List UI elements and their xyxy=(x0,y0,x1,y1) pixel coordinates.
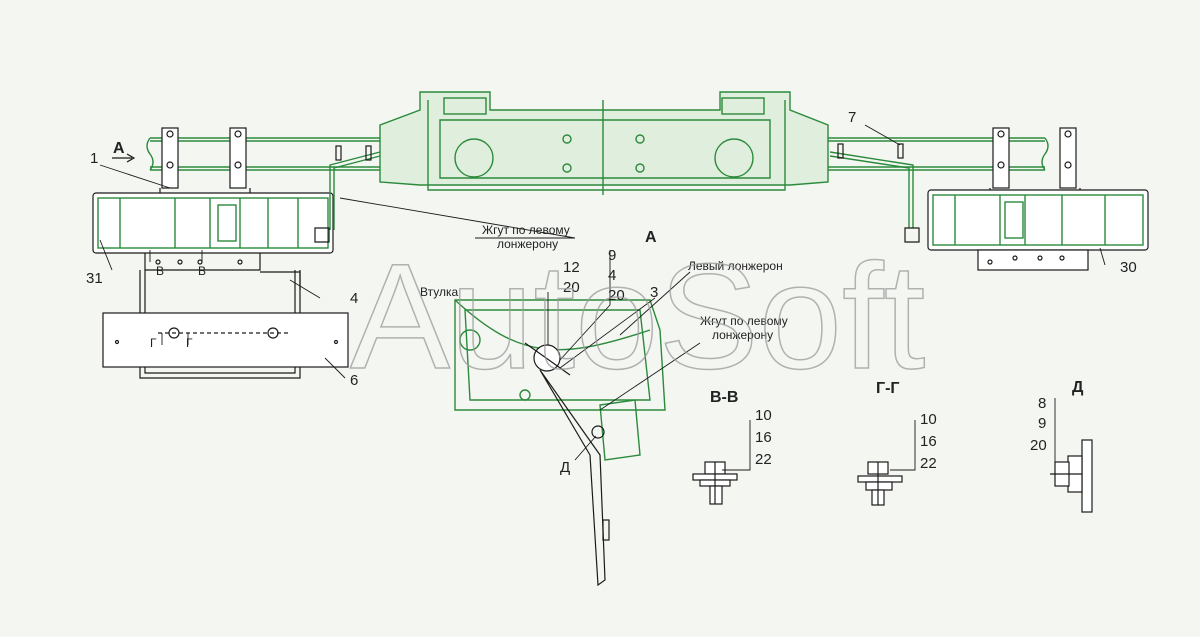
d-callout-9: 9 xyxy=(1038,415,1046,432)
gg-callout-10: 10 xyxy=(920,411,937,428)
harness-note-line1: Жгут по левому xyxy=(482,223,570,237)
view-a-arrow-label: А xyxy=(113,140,125,157)
license-plate-assembly xyxy=(102,270,349,379)
rear-frame-assembly xyxy=(92,91,1149,379)
cut-g-right-label: Г xyxy=(186,336,193,350)
left-tail-lamp xyxy=(92,192,334,271)
section-v-v xyxy=(692,461,738,505)
cut-g-left-label: Г xyxy=(150,336,157,350)
harness-note-line2: лонжерону xyxy=(497,237,558,251)
callout-12: 12 xyxy=(563,259,580,276)
view-a-title: А xyxy=(645,229,657,246)
callout-6: 6 xyxy=(350,372,358,389)
view-d-detail xyxy=(1050,439,1093,513)
right-tail-lamp xyxy=(927,189,1149,271)
d-callout-8: 8 xyxy=(1038,395,1046,412)
gg-callout-16: 16 xyxy=(920,433,937,450)
callout-7: 7 xyxy=(848,109,856,126)
section-v-title: В-В xyxy=(710,389,738,406)
callout-31: 31 xyxy=(86,270,103,287)
vv-callout-16: 16 xyxy=(755,429,772,446)
section-g-title: Г-Г xyxy=(876,380,899,397)
vv-callout-10: 10 xyxy=(755,407,772,424)
callout-4: 4 xyxy=(350,290,358,307)
callout-3: 3 xyxy=(650,284,658,301)
detail-d-marker: Д xyxy=(560,459,570,476)
cut-v-right-label: В xyxy=(198,264,206,278)
callout-20-left: 20 xyxy=(563,279,580,296)
callout-30: 30 xyxy=(1120,259,1137,276)
callout-1: 1 xyxy=(90,150,98,167)
callout-9-a: 9 xyxy=(608,247,616,264)
left-member-note: Левый лонжерон xyxy=(688,259,783,273)
watermark: AutoSoft xyxy=(350,232,925,400)
d-callout-20: 20 xyxy=(1030,437,1047,454)
section-g-g xyxy=(857,461,903,506)
view-d-title: Д xyxy=(1072,379,1084,396)
view-a-arrowhead xyxy=(126,153,136,163)
leader-lines xyxy=(99,124,1106,471)
harness-view-a-line1: Жгут по левому xyxy=(700,314,788,328)
gg-callout-22: 22 xyxy=(920,455,937,472)
harness-view-a-line2: лонжерону xyxy=(712,328,773,342)
bushing-note: Втулка xyxy=(420,285,458,299)
callout-20-a: 20 xyxy=(608,287,625,304)
view-a-detail xyxy=(454,299,666,587)
vv-callout-22: 22 xyxy=(755,451,772,468)
callout-4-a: 4 xyxy=(608,267,616,284)
cut-v-left-label: В xyxy=(156,264,164,278)
